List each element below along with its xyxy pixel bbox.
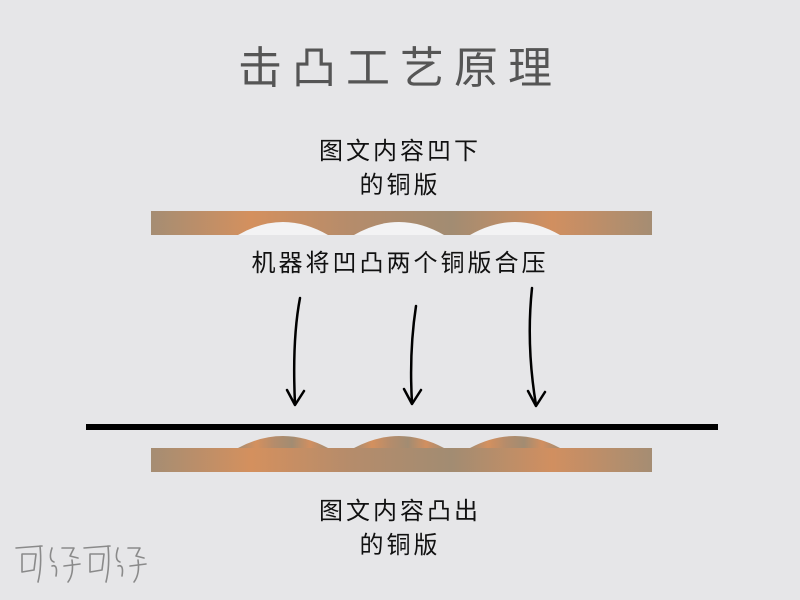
top-copper-plate [151,211,652,235]
top-plate-recess-2 [354,222,444,235]
arrow-down-1 [285,296,306,407]
press-arrows [285,286,547,408]
arrow-down-3 [526,286,547,408]
diagram-title: 击凸工艺原理 [238,43,562,94]
signature-watermark [15,545,147,583]
bottom-copper-plate [151,436,652,472]
top-plate-recess-1 [238,222,328,235]
bottom-plate-bump-2 [354,436,444,448]
bottom-plate-label-line-1: 图文内容凸出 [319,497,481,525]
press-label: 机器将凹凸两个铜版合压 [251,249,549,277]
bottom-plate-label: 图文内容凸出 的铜版 [250,494,550,562]
top-plate-label-line-2: 的铜版 [359,171,441,199]
bottom-plate-label-line-2: 的铜版 [359,531,441,559]
bottom-plate-bump-1 [238,436,328,448]
top-plate-label: 图文内容凹下 的铜版 [250,134,550,202]
top-plate-recess-3 [470,222,560,235]
arrow-down-2 [402,304,423,406]
bottom-plate-bump-3 [470,436,560,448]
top-plate-label-line-1: 图文内容凹下 [319,137,481,165]
